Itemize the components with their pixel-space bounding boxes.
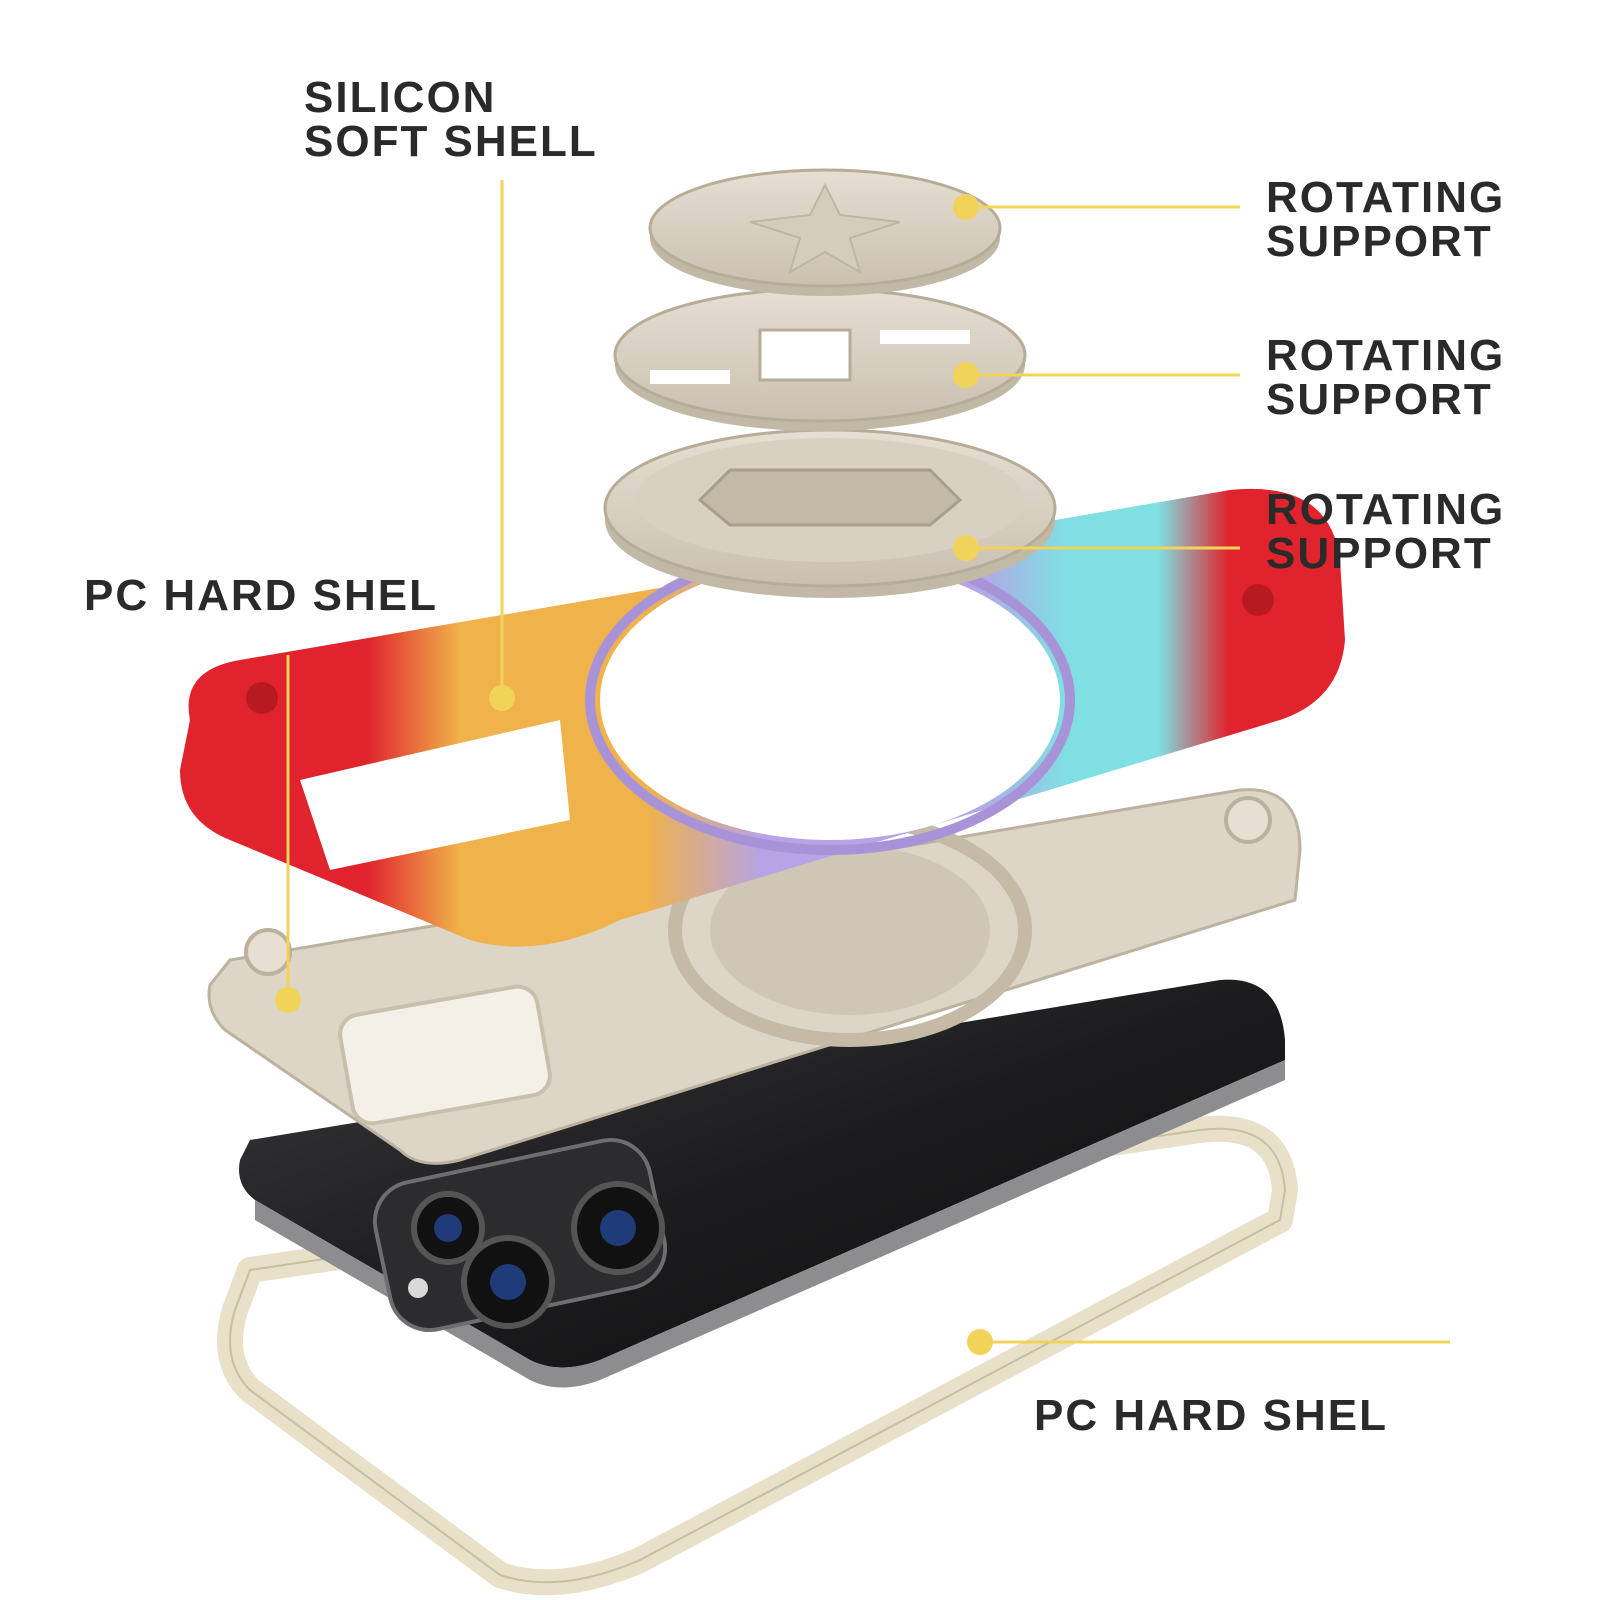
callout-rotating-1: [953, 194, 1240, 220]
callout-rotating-3: [953, 535, 1240, 561]
callout-rotating-2: [953, 362, 1240, 388]
label-pc-hard-shell-bottom: PC HARD SHEL: [1034, 1391, 1389, 1440]
label-line: SUPPORT: [1266, 529, 1493, 578]
pc-hard-shell-back: [207, 788, 1302, 1165]
label-rotating-support-2: ROTATING SUPPORT: [1266, 334, 1505, 422]
rotating-support-top: [648, 168, 1002, 296]
label-line: ROTATING: [1266, 331, 1506, 380]
pc-hard-frame: [217, 1115, 1298, 1596]
label-line: ROTATING: [1266, 485, 1506, 534]
callout-pc-left: [275, 655, 301, 1013]
label-line: SILICON: [304, 73, 497, 122]
label-rotating-support-1: ROTATING SUPPORT: [1266, 176, 1505, 264]
phone: [239, 979, 1285, 1388]
callout-silicon: [489, 180, 515, 711]
label-silicon-soft-shell: SILICON SOFT SHELL: [304, 76, 598, 164]
label-pc-hard-shell-left: PC HARD SHEL: [84, 571, 439, 620]
label-line: ROTATING: [1266, 173, 1506, 222]
rotating-support-middle: [613, 287, 1027, 431]
label-line: SOFT SHELL: [304, 117, 598, 166]
label-rotating-support-3: ROTATING SUPPORT: [1266, 488, 1505, 576]
label-line: SUPPORT: [1266, 375, 1493, 424]
callout-pc-bottom: [967, 1329, 1450, 1355]
rotating-support-bottom: [603, 428, 1057, 598]
label-line: SUPPORT: [1266, 217, 1493, 266]
silicon-soft-shell: [180, 488, 1345, 947]
